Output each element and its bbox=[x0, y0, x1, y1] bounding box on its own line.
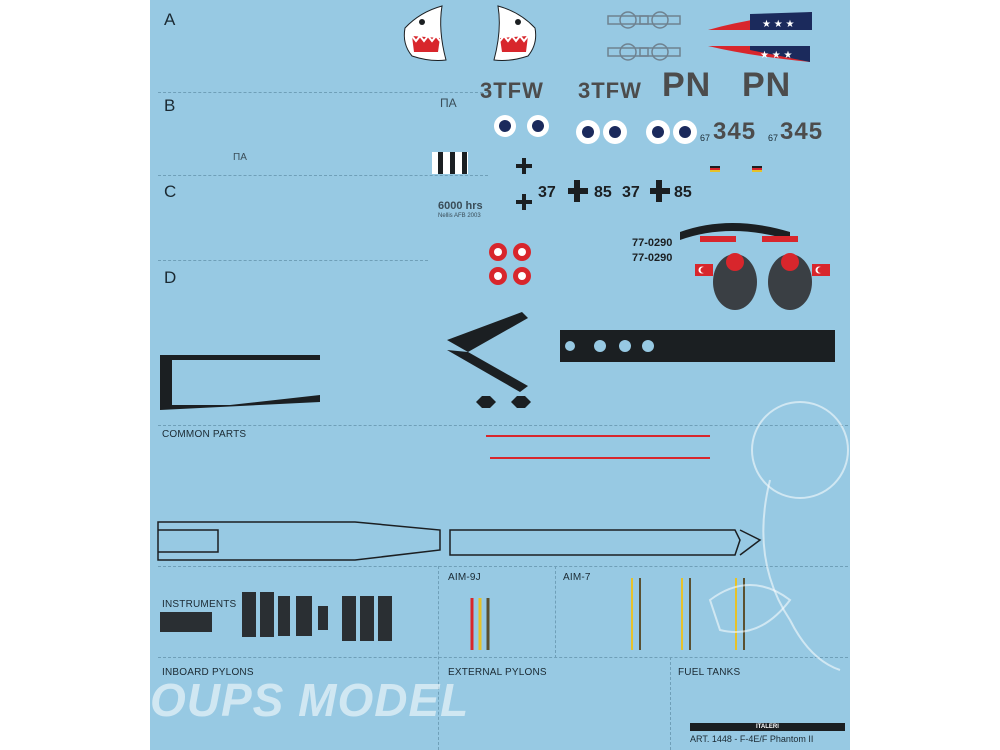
serial-prefix: 67 bbox=[700, 133, 711, 143]
section-instruments: INSTRUMENTS bbox=[162, 599, 237, 610]
svg-text:★ ★ ★: ★ ★ ★ bbox=[762, 19, 794, 30]
red-stripe-decal bbox=[486, 435, 710, 459]
separator bbox=[158, 566, 848, 567]
marking-3tfw: 3TFW bbox=[578, 78, 642, 103]
roundel-decal bbox=[489, 243, 531, 285]
cross-decal bbox=[516, 158, 670, 210]
outline-decal bbox=[157, 521, 762, 561]
marking-pn: PN bbox=[662, 66, 712, 104]
missile-band-decal bbox=[470, 598, 490, 650]
mascot-decal bbox=[680, 223, 812, 310]
section-external-pylons: EXTERNAL PYLONS bbox=[448, 667, 547, 678]
marking-37: 37 bbox=[622, 184, 640, 201]
walkway-decal bbox=[160, 312, 835, 410]
marking-6000-hrs: 6000 hrs bbox=[438, 200, 483, 212]
roundel-decal bbox=[494, 115, 697, 144]
row-label-d: D bbox=[164, 268, 177, 287]
tail-stripe-decal: ★ ★ ★ ★ ★ ★ bbox=[708, 12, 812, 62]
flag-decal bbox=[710, 166, 762, 172]
section-common-parts: COMMON PARTS bbox=[162, 429, 247, 440]
section-aim7: AIM-7 bbox=[563, 572, 591, 583]
separator bbox=[438, 566, 439, 750]
walkway-cutout bbox=[565, 340, 654, 352]
watermark-character bbox=[708, 401, 849, 671]
separator bbox=[670, 657, 671, 750]
stripe-block-decal bbox=[432, 152, 468, 174]
brand-logo: ITALERI bbox=[756, 724, 779, 730]
marking-serial-tk: 77-0290 bbox=[632, 237, 673, 249]
watermark-text: OUPS MODEL bbox=[150, 674, 470, 726]
hex-decal bbox=[476, 396, 531, 408]
marking-3tfw: 3TFW bbox=[480, 78, 544, 103]
row-label-b: B bbox=[164, 96, 176, 115]
flag-decal bbox=[695, 264, 830, 276]
separator bbox=[158, 92, 488, 93]
section-fuel-tanks: FUEL TANKS bbox=[678, 667, 741, 678]
section-inboard-pylons: INBOARD PYLONS bbox=[162, 667, 254, 678]
missile-band-decal bbox=[631, 578, 745, 650]
sharkmouth-decal bbox=[493, 5, 537, 61]
svg-text:★ ★ ★: ★ ★ ★ bbox=[760, 50, 792, 61]
marking-pa: ΠΑ bbox=[233, 152, 247, 163]
separator bbox=[158, 657, 848, 658]
decal-artwork: ★ ★ ★ ★ ★ ★ bbox=[157, 5, 849, 671]
footer-article-text: ART. 1448 - F-4E/F Phantom II bbox=[690, 734, 814, 744]
row-label-a: A bbox=[164, 10, 176, 29]
marking-serial-tk: 77-0290 bbox=[632, 252, 673, 264]
separator bbox=[158, 425, 848, 426]
star-insignia-decal bbox=[607, 11, 681, 61]
decal-sheet: A B C D COMMON PARTS INSTRUMENTS AIM-9J … bbox=[150, 0, 850, 750]
footer-logo-block: ITALERI bbox=[690, 723, 845, 731]
marking-37: 37 bbox=[538, 184, 556, 201]
section-aim9j: AIM-9J bbox=[448, 572, 481, 583]
marking-pn: PN bbox=[742, 66, 792, 104]
separator bbox=[158, 175, 488, 176]
row-label-c: C bbox=[164, 182, 177, 201]
instrument-panel-decal bbox=[160, 592, 392, 641]
serial-prefix: 67 bbox=[768, 133, 779, 143]
marking-serial: 345 bbox=[780, 118, 824, 145]
marking-serial: 345 bbox=[713, 118, 757, 145]
marking-nellis: Nellis AFB 2003 bbox=[438, 213, 481, 219]
separator bbox=[158, 260, 428, 261]
sharkmouth-decal bbox=[403, 5, 447, 61]
marking-85: 85 bbox=[594, 184, 612, 201]
marking-85: 85 bbox=[674, 184, 692, 201]
separator bbox=[555, 566, 556, 658]
marking-pa: ΠΑ bbox=[440, 96, 457, 110]
